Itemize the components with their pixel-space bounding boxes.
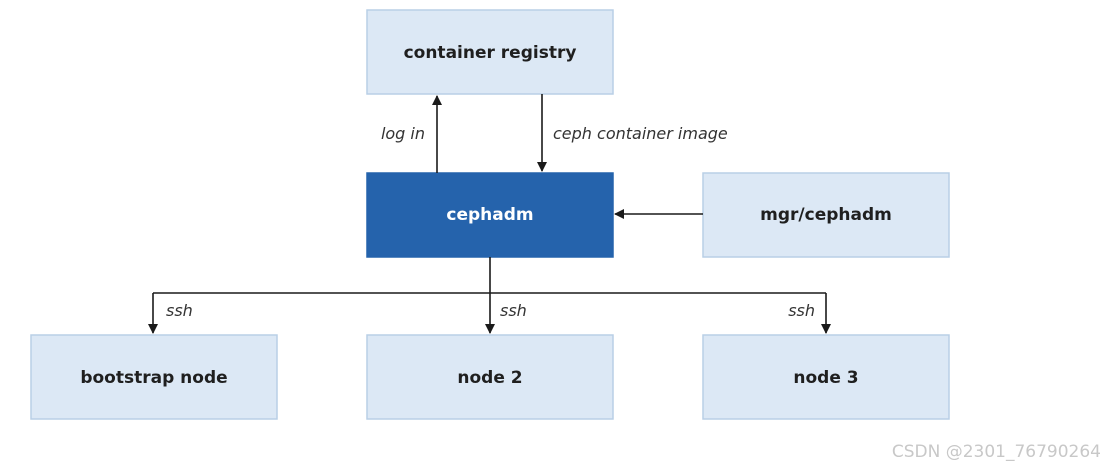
node-2: node 2 [366,334,614,420]
ssh-node3-label: ssh [788,301,815,320]
container-registry-label: container registry [404,43,577,63]
cephadm-label: cephadm [446,205,533,225]
container-registry-node: container registry [366,9,614,95]
ssh-connectors [148,257,831,334]
mgr-cephadm-label: mgr/cephadm [760,205,892,225]
node-2-label: node 2 [457,368,522,388]
ssh-node2-label: ssh [500,301,527,320]
cephadm-node: cephadm [366,172,614,258]
node-3: node 3 [702,334,950,420]
login-edge-label: log in [381,124,425,143]
container-image-edge-label: ceph container image [553,124,728,143]
mgr-cephadm-node: mgr/cephadm [702,172,950,258]
bootstrap-node-label: bootstrap node [80,368,227,388]
ssh-bootstrap-label: ssh [166,301,193,320]
bootstrap-node: bootstrap node [30,334,278,420]
node-3-label: node 3 [793,368,858,388]
watermark-text: CSDN @2301_76790264 [891,442,1101,462]
